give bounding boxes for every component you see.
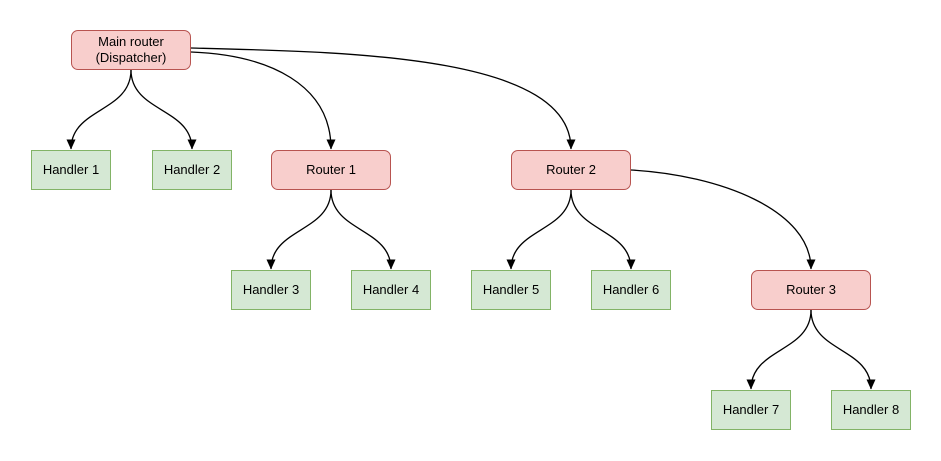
node-router-2: Router 2 (511, 150, 631, 190)
edge-router-2-to-router-3 (630, 169, 816, 270)
node-handler-5: Handler 5 (471, 270, 551, 310)
node-handler-4: Handler 4 (351, 270, 431, 310)
edge-main-router-to-handler-2 (130, 69, 197, 150)
node-router-1: Router 1 (271, 150, 391, 190)
edge-main-router-to-router-1 (190, 51, 336, 150)
edge-main-router-to-handler-1 (66, 69, 132, 150)
edge-main-router-to-router-2 (190, 47, 576, 150)
node-handler-1: Handler 1 (31, 150, 111, 190)
node-handler-3: Handler 3 (231, 270, 311, 310)
node-handler-6: Handler 6 (591, 270, 671, 310)
node-handler-7: Handler 7 (711, 390, 791, 430)
edge-router-1-to-handler-4 (330, 189, 396, 270)
edge-router-2-to-handler-6 (570, 189, 636, 270)
edge-router-3-to-handler-7 (746, 309, 812, 390)
node-handler-8: Handler 8 (831, 390, 911, 430)
node-handler-2: Handler 2 (152, 150, 232, 190)
edge-router-1-to-handler-3 (266, 189, 332, 270)
node-main-router: Main router (Dispatcher) (71, 30, 191, 70)
edge-router-3-to-handler-8 (810, 309, 876, 390)
node-router-3: Router 3 (751, 270, 871, 310)
edge-router-2-to-handler-5 (506, 189, 572, 270)
